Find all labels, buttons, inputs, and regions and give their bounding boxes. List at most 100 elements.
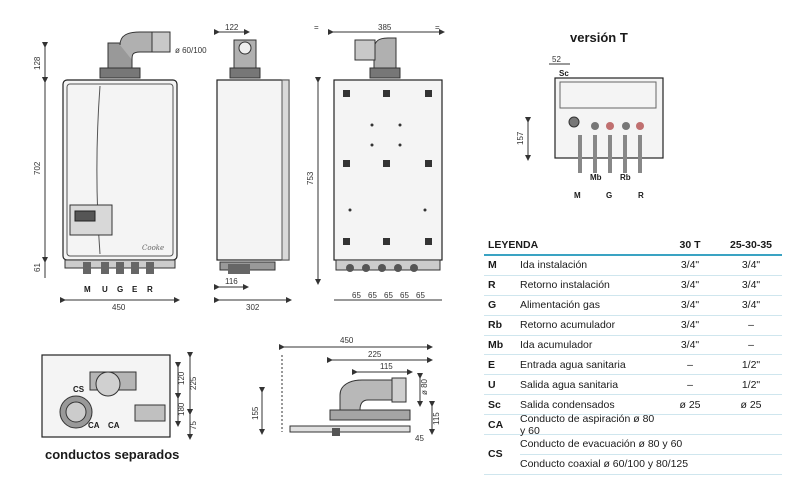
dim-65-2: 65 bbox=[368, 291, 377, 300]
legend-row-cs: CS Conducto de evacuación ø 80 y 60 Cond… bbox=[484, 435, 782, 475]
legend-value-30t: ø 25 bbox=[679, 398, 701, 411]
vt-connection-label-m: M bbox=[574, 191, 581, 200]
legend-value-30t: 3/4" bbox=[680, 259, 700, 272]
legend-code: R bbox=[488, 279, 496, 292]
legend-desc: Conducto coaxial ø 60/100 y 80/125 bbox=[520, 458, 689, 471]
dim-61: 61 bbox=[33, 263, 42, 272]
legend-row-r: R Retorno instalación 3/4" 3/4" bbox=[484, 276, 782, 296]
dim-155: 155 bbox=[251, 406, 260, 420]
legend-value-25-30-35: 1/2" bbox=[741, 358, 761, 371]
connection-label-m: M bbox=[84, 285, 91, 294]
vt-connection-label-rb: Rb bbox=[620, 173, 631, 182]
dim-302: 302 bbox=[246, 303, 260, 312]
legend-rows: M Ida instalación 3/4" 3/4" R Retorno instala… bbox=[484, 256, 782, 437]
mounting-points bbox=[343, 90, 432, 245]
front-bottom-fittings bbox=[83, 262, 154, 274]
sc-label: Sc bbox=[559, 69, 569, 78]
legend-value-30t: 3/4" bbox=[680, 319, 700, 332]
legend-desc: Salida condensados bbox=[520, 398, 615, 411]
legend-code: E bbox=[488, 358, 496, 371]
dim-115-v: 115 bbox=[432, 412, 441, 425]
legend-code: Sc bbox=[488, 398, 501, 411]
dim-702: 702 bbox=[33, 161, 42, 175]
legend-value-25-30-35: – bbox=[748, 319, 754, 332]
dim-450-duct: 450 bbox=[340, 336, 354, 345]
dim-115-h: 115 bbox=[380, 362, 393, 371]
legend-value-25-30-35: 3/4" bbox=[741, 299, 761, 312]
legend-row-ca: CA Conducto de aspiración ø 80 y 60 bbox=[484, 412, 782, 437]
dim-flue-diameter: ø 60/100 bbox=[175, 46, 207, 55]
connection-label-r: R bbox=[147, 285, 153, 294]
boiler-side-body bbox=[216, 79, 290, 261]
legend-value-25-30-35: 3/4" bbox=[741, 279, 761, 292]
legend-value-30t: 3/4" bbox=[680, 339, 700, 351]
legend-value-25-30-35: 3/4" bbox=[741, 259, 761, 272]
legend-header-title: LEYENDA bbox=[488, 239, 539, 251]
connection-label-u: U bbox=[102, 285, 108, 294]
dim-65-1: 65 bbox=[352, 291, 361, 300]
legend-code: M bbox=[488, 259, 497, 272]
ca-label-1: CA bbox=[88, 421, 100, 430]
legend-row-rb: Rb Retorno acumulador 3/4" – bbox=[484, 316, 782, 336]
legend-desc: Ida instalación bbox=[520, 259, 588, 272]
dim-120: 120 bbox=[177, 371, 186, 385]
legend-desc: Conducto de evacuación ø 80 y 60 bbox=[520, 435, 782, 455]
version-t-connection-labels: M MbG RbR bbox=[574, 173, 644, 200]
legend-desc: Conducto de aspiración ø 80 y 60 bbox=[520, 412, 655, 437]
vt-connection-label-g: G bbox=[606, 191, 612, 200]
dim-157: 157 bbox=[516, 131, 525, 145]
vt-connection-label-mb: Mb bbox=[590, 173, 602, 182]
legend-value-30t: 3/4" bbox=[680, 279, 700, 292]
flue-elbow-front bbox=[99, 31, 171, 79]
legend-desc: Salida agua sanitaria bbox=[520, 378, 619, 391]
legend-code: CA bbox=[488, 418, 504, 431]
vt-connection-label-r: R bbox=[638, 191, 644, 200]
dim-753: 753 bbox=[306, 171, 315, 185]
separate-ducts-view: CS CA CA 120 225 180 75 bbox=[41, 352, 198, 440]
separate-ducts-title: conductos separados bbox=[45, 447, 179, 462]
ca-label-2: CA bbox=[108, 421, 120, 430]
version-t-title: versión T bbox=[570, 30, 628, 45]
legend-row-sc: Sc Salida condensados ø 25 ø 25 bbox=[484, 395, 782, 416]
dim-225-h: 225 bbox=[368, 350, 382, 359]
dim-80: ø 80 bbox=[420, 378, 429, 395]
dim-450-front: 450 bbox=[112, 303, 126, 312]
legend-row-m: M Ida instalación 3/4" 3/4" bbox=[484, 256, 782, 276]
flue-elbow-side bbox=[229, 39, 261, 79]
svg-text:Cooke: Cooke bbox=[142, 244, 164, 252]
legend-desc: Entrada agua sanitaria bbox=[520, 358, 626, 371]
dim-116: 116 bbox=[225, 277, 238, 286]
legend-table: LEYENDA 30 T 25-30-35 M Ida instalación 3/… bbox=[484, 236, 782, 475]
flue-elbow-rear bbox=[354, 37, 401, 79]
dim-180: 180 bbox=[177, 402, 186, 416]
legend-desc: Retorno instalación bbox=[520, 279, 610, 292]
display-screen bbox=[74, 210, 96, 222]
dim-385: 385 bbox=[378, 23, 392, 32]
dim-122: 122 bbox=[225, 23, 239, 32]
legend-desc: Retorno acumulador bbox=[520, 319, 616, 332]
legend-header-25-30-35: 25-30-35 bbox=[729, 239, 773, 251]
legend-header-30t: 30 T bbox=[679, 239, 701, 251]
connection-label-e: E bbox=[132, 285, 138, 294]
legend-header: LEYENDA 30 T 25-30-35 bbox=[484, 236, 782, 256]
legend-code: Rb bbox=[488, 319, 502, 332]
version-t-view: 52 Sc 157 M MbG RbR bbox=[516, 55, 664, 200]
side-view: 122 116 302 bbox=[214, 23, 292, 312]
legend-code: U bbox=[488, 378, 496, 391]
legend-value-25-30-35: ø 25 bbox=[740, 398, 762, 411]
cs-label: CS bbox=[73, 385, 85, 394]
dim-75: 75 bbox=[189, 421, 198, 430]
legend-desc: Ida acumulador bbox=[520, 339, 593, 351]
dim-52: 52 bbox=[552, 55, 561, 64]
legend-code: CS bbox=[488, 448, 503, 461]
legend-code: Mb bbox=[488, 339, 504, 351]
connection-label-g: G bbox=[117, 285, 123, 294]
dim-45: 45 bbox=[415, 434, 424, 443]
